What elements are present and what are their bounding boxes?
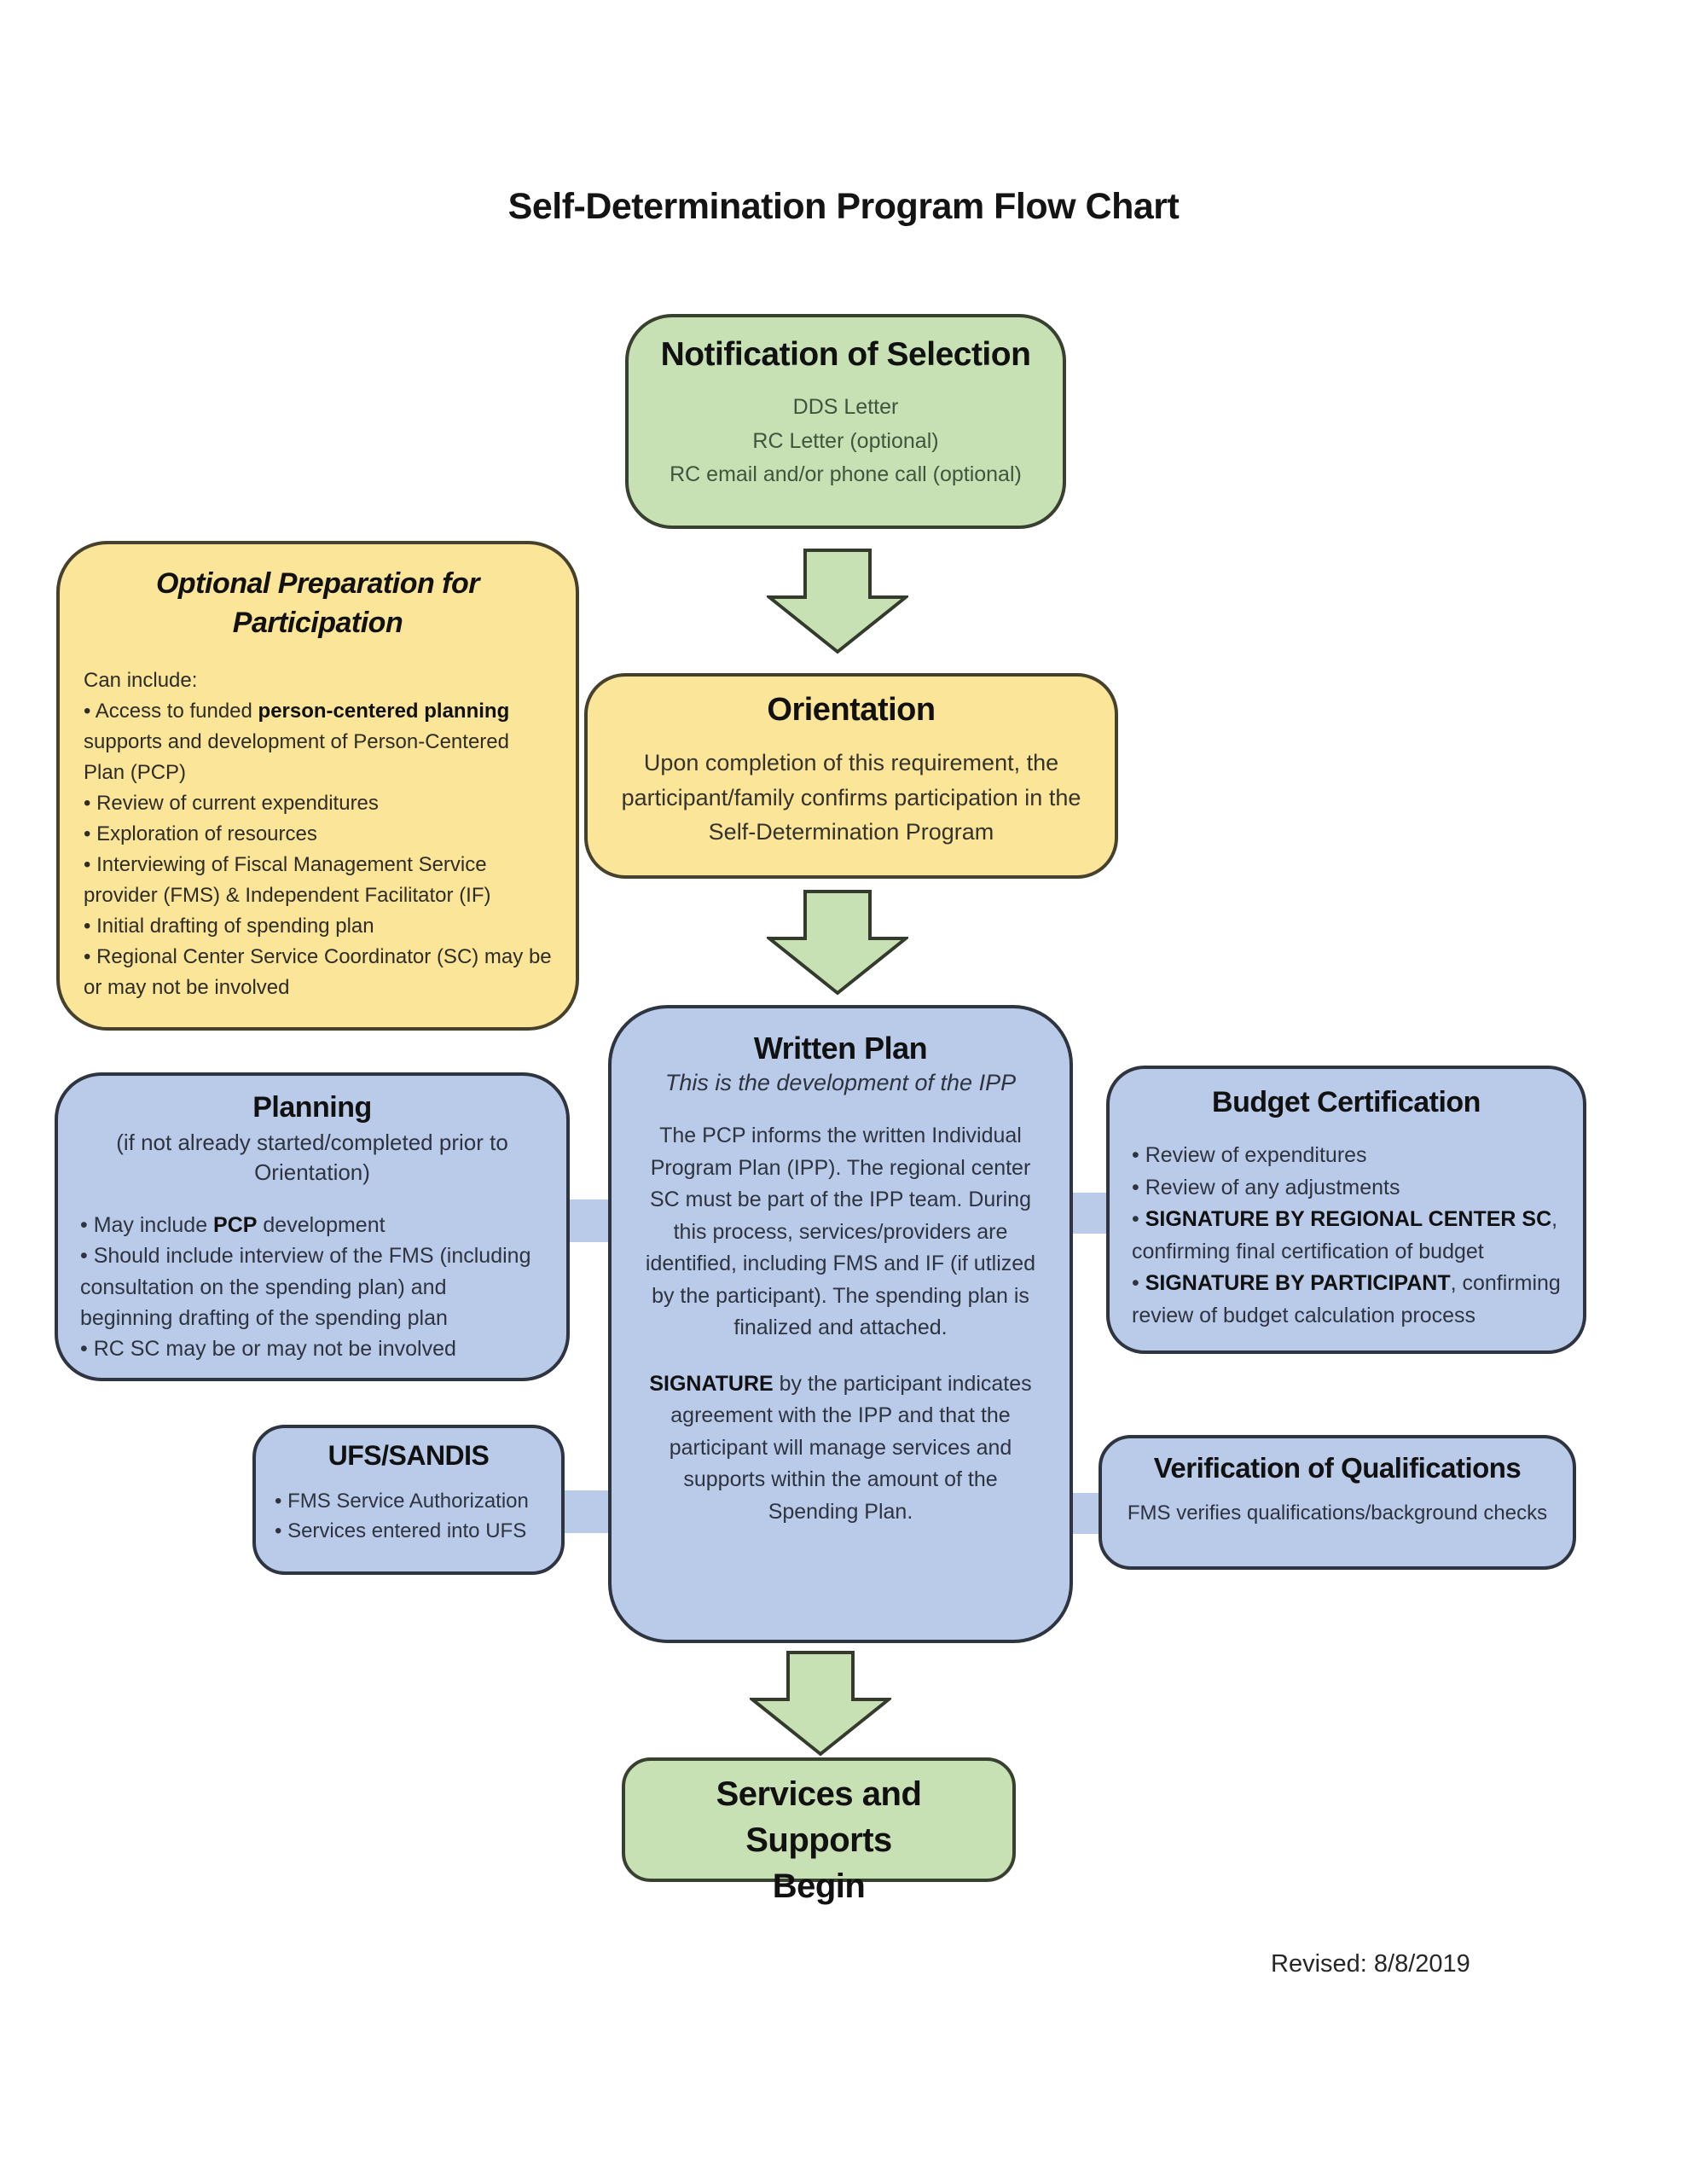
bullet-item: • May include PCP development — [80, 1213, 386, 1238]
planning-subtitle: (if not already started/completed prior … — [116, 1130, 508, 1186]
notification-of-selection-box: Notification of Selection DDS Letter RC … — [625, 314, 1066, 529]
bullet-item: • Should include interview of the FMS (i… — [80, 1244, 531, 1330]
ufs-sandis-title: UFS/SANDIS — [328, 1440, 490, 1471]
optional-preparation-box: Optional Preparation for Participation C… — [56, 541, 579, 1031]
bullet-item: • Review of current expenditures — [84, 791, 379, 815]
bullet-item: • Exploration of resources — [84, 822, 317, 845]
written-plan-subtitle: This is the development of the IPP — [664, 1070, 1017, 1095]
bullet-item: • SIGNATURE BY PARTICIPANT, confirming r… — [1132, 1271, 1561, 1327]
bullet-item: • Regional Center Service Coordinator (S… — [84, 944, 552, 999]
services-begin-title: Services and Supports Begin — [716, 1775, 922, 1905]
connector-written-plan-to-budget-certification — [1070, 1193, 1110, 1234]
planning-body: • May include PCP development • Should i… — [80, 1210, 544, 1364]
optional-prep-title: Optional Preparation for Participation — [155, 567, 480, 639]
notification-line: RC email and/or phone call (optional) — [670, 462, 1022, 486]
intro-line: Can include: — [84, 668, 198, 692]
services-and-supports-begin-box: Services and Supports Begin — [622, 1757, 1016, 1905]
bullet-item: • Initial drafting of spending plan — [84, 914, 374, 938]
written-plan-title: Written Plan — [753, 1031, 928, 1066]
bullet-item: • Access to funded person-centered plann… — [84, 699, 510, 784]
verification-body: FMS verifies qualifications/background c… — [1127, 1502, 1548, 1525]
budget-certification-title: Budget Certification — [1212, 1086, 1481, 1118]
optional-prep-body: Can include: • Access to funded person-c… — [84, 665, 552, 1003]
bullet-item: • Services entered into UFS — [275, 1519, 527, 1542]
revised-date: Revised: 8/8/2019 — [1271, 1950, 1470, 1978]
bullet-item: • Review of expenditures — [1132, 1143, 1367, 1167]
page-title: Self-Determination Program Flow Chart — [507, 186, 1180, 227]
bullet-item: • FMS Service Authorization — [275, 1490, 529, 1513]
notification-title: Notification of Selection — [660, 336, 1031, 373]
ufs-sandis-body: • FMS Service Authorization • Services e… — [275, 1487, 542, 1547]
bullet-item: • Interviewing of Fiscal Management Serv… — [84, 852, 491, 907]
down-arrow-icon — [750, 1651, 891, 1757]
down-arrow-icon — [767, 549, 908, 654]
connector-ufs-sandis-to-written-plan — [561, 1490, 612, 1533]
written-plan-box: Written Plan This is the development of … — [608, 1005, 1073, 1643]
bullet-item: • RC SC may be or may not be involved — [80, 1337, 456, 1362]
notification-body: DDS Letter RC Letter (optional) RC email… — [649, 391, 1042, 492]
budget-certification-body: • Review of expenditures • Review of any… — [1132, 1140, 1561, 1332]
verification-of-qualifications-box: Verification of Qualifications FMS verif… — [1099, 1435, 1576, 1570]
orientation-box: Orientation Upon completion of this requ… — [584, 673, 1118, 879]
orientation-body: Upon completion of this requirement, the… — [621, 750, 1081, 845]
connector-planning-to-written-plan — [566, 1199, 612, 1242]
down-arrow-icon — [767, 890, 908, 996]
connector-written-plan-to-verification — [1070, 1493, 1102, 1534]
verification-title: Verification of Qualifications — [1153, 1452, 1522, 1484]
notification-line: DDS Letter — [792, 395, 899, 419]
orientation-title: Orientation — [767, 692, 936, 728]
notification-line: RC Letter (optional) — [752, 428, 939, 453]
planning-title: Planning — [252, 1091, 372, 1124]
budget-certification-box: Budget Certification • Review of expendi… — [1106, 1066, 1586, 1354]
written-plan-paragraph: The PCP informs the written Individual P… — [645, 1124, 1036, 1339]
written-plan-signature-paragraph: SIGNATURE by the participant indicates a… — [649, 1371, 1032, 1524]
bullet-item: • SIGNATURE BY REGIONAL CENTER SC, confi… — [1132, 1207, 1558, 1263]
ufs-sandis-box: UFS/SANDIS • FMS Service Authorization •… — [252, 1425, 565, 1575]
bullet-item: • Review of any adjustments — [1132, 1175, 1400, 1199]
planning-box: Planning (if not already started/complet… — [55, 1072, 570, 1381]
